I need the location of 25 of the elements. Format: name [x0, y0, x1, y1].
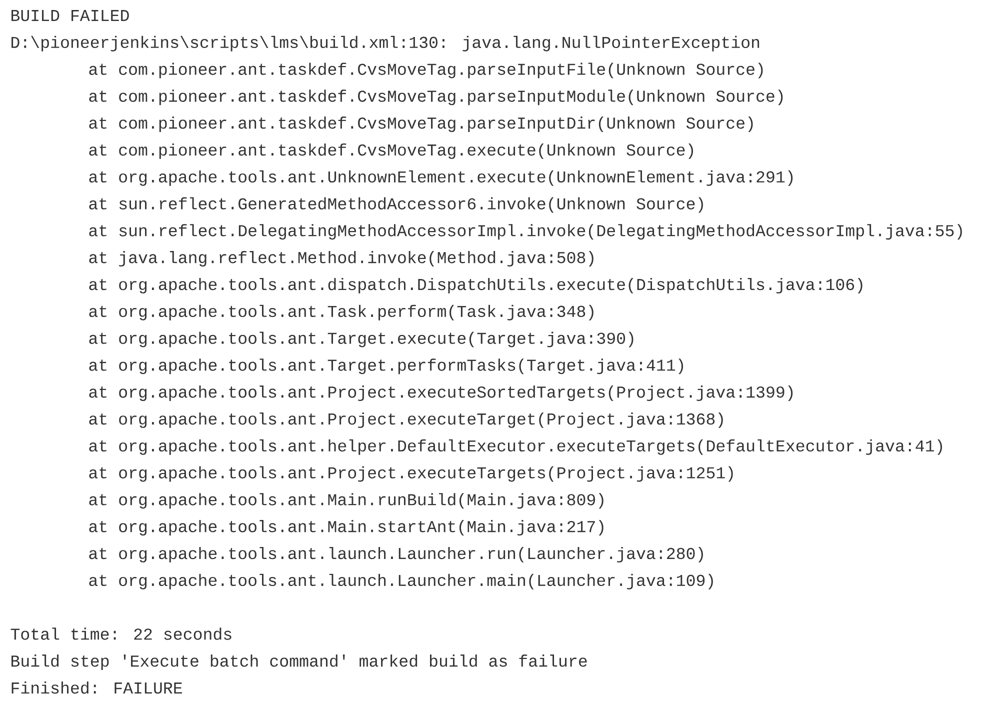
log-line: at org.apache.tools.ant.Target.execute(Target.java:390) — [89, 332, 634, 348]
log-line: at org.apache.tools.ant.UnknownElement.execute(UnknownElement.java:291) — [89, 170, 793, 186]
log-line: at org.apache.tools.ant.launch.Launcher.main(Launcher.java:109) — [89, 574, 713, 590]
log-line: at org.apache.tools.ant.dispatch.DispatchUtils.execute(DispatchUtils.java:106) — [89, 278, 862, 294]
log-line: at org.apache.tools.ant.launch.Launcher.run(Launcher.java:280) — [89, 546, 703, 562]
log-line: at com.pioneer.ant.taskdef.CvsMoveTag.parseInputDir(Unknown Source) — [89, 116, 753, 132]
log-line: at org.apache.tools.ant.Project.executeTargets(Project.java:1251) — [89, 466, 733, 482]
log-line: at sun.reflect.GeneratedMethodAccessor6.invoke(Unknown Source) — [89, 197, 703, 213]
log-line: at org.apache.tools.ant.Project.executeTarget(Project.java:1368) — [89, 412, 723, 428]
log-line: Build step 'Execute batch command' marked build as failure — [12, 654, 587, 670]
log-line: at org.apache.tools.ant.Target.performTasks(Target.java:411) — [89, 358, 684, 374]
log-line: at com.pioneer.ant.taskdef.CvsMoveTag.parseInputFile(Unknown Source) — [89, 62, 763, 78]
log-line: at com.pioneer.ant.taskdef.CvsMoveTag.execute(Unknown Source) — [89, 143, 693, 159]
log-line: at sun.reflect.DelegatingMethodAccessorImpl.invoke(DelegatingMethodAccessorImpl.java:55) — [89, 224, 962, 240]
log-line: at org.apache.tools.ant.helper.DefaultExecutor.executeTargets(DefaultExecutor.java:41) — [89, 439, 942, 455]
log-line: at java.lang.reflect.Method.invoke(Method.java:508) — [89, 251, 594, 267]
log-line: Total time: 22 seconds — [10, 628, 232, 640]
log-line: Finished: FAILURE — [12, 681, 182, 694]
log-line: at org.apache.tools.ant.Main.runBuild(Main.java:809) — [89, 493, 604, 509]
log-line: D:\pioneerjenkins\scripts\lms\build.xml:130: java.lang.NullPointerException — [12, 36, 760, 52]
log-line: BUILD FAILED — [12, 10, 129, 22]
log-line: at com.pioneer.ant.taskdef.CvsMoveTag.parseInputModule(Unknown Source) — [89, 90, 783, 106]
log-line: at org.apache.tools.ant.Project.executeSortedTargets(Project.java:1399) — [89, 386, 793, 402]
log-line: at org.apache.tools.ant.Main.startAnt(Main.java:217) — [89, 520, 604, 536]
log-line: at org.apache.tools.ant.Task.perform(Task.java:348) — [89, 304, 594, 320]
